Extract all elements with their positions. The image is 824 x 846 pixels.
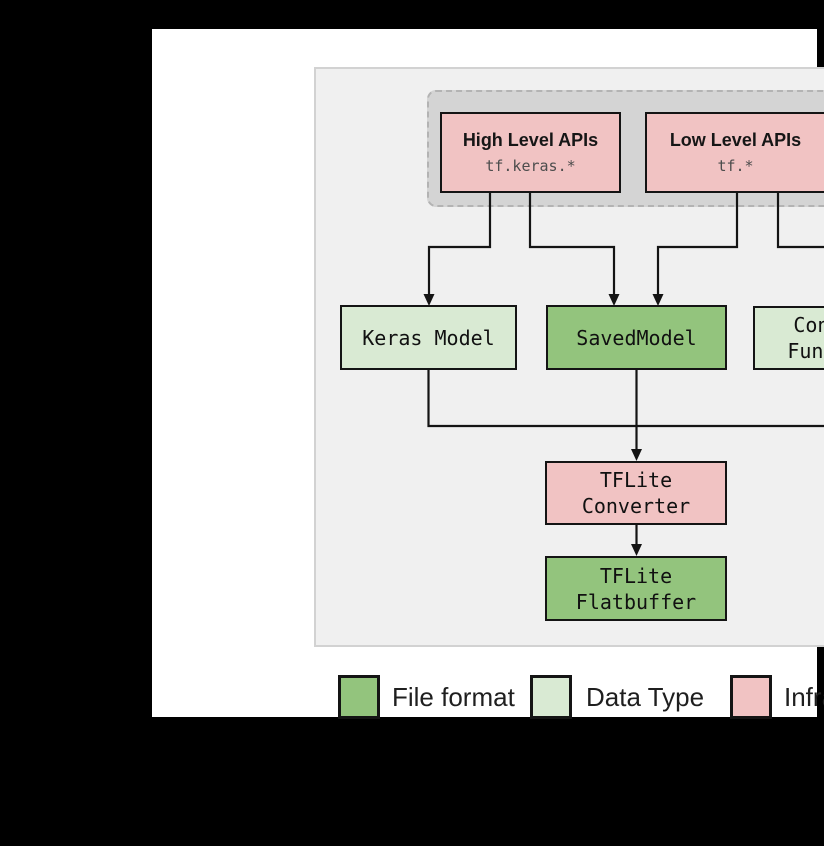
tflite-converter-box: TFLite Converter bbox=[545, 461, 727, 525]
low-level-apis-subtitle: tf.* bbox=[717, 155, 753, 177]
legend-swatch-infrastructure bbox=[730, 675, 772, 719]
legend-label-data-type: Data Type bbox=[586, 675, 704, 719]
legend-swatch-file-format bbox=[338, 675, 380, 719]
tflite-flatbuffer-box: TFLite Flatbuffer bbox=[545, 556, 727, 621]
high-level-apis-title: High Level APIs bbox=[463, 128, 598, 152]
tflite-flatbuffer-line2: Flatbuffer bbox=[576, 589, 696, 615]
low-level-apis-box: Low Level APIs tf.* bbox=[645, 112, 824, 193]
high-level-apis-subtitle: tf.keras.* bbox=[485, 155, 575, 177]
keras-model-box: Keras Model bbox=[340, 305, 517, 370]
legend-label-file-format: File format bbox=[392, 675, 515, 719]
keras-model-label: Keras Model bbox=[362, 325, 494, 351]
tflite-converter-line2: Converter bbox=[582, 493, 690, 519]
tflite-flatbuffer-line1: TFLite bbox=[600, 563, 672, 589]
saved-model-box: SavedModel bbox=[546, 305, 727, 370]
low-level-apis-title: Low Level APIs bbox=[670, 128, 801, 152]
saved-model-label: SavedModel bbox=[576, 325, 696, 351]
high-level-apis-box: High Level APIs tf.keras.* bbox=[440, 112, 621, 193]
concrete-functions-line1: Concrete bbox=[793, 312, 824, 338]
legend-label-infrastructure: Infrastructure bbox=[784, 675, 824, 719]
figure-page: High Level APIs tf.keras.* Low Level API… bbox=[152, 29, 817, 717]
concrete-functions-line2: Functions bbox=[787, 338, 824, 364]
legend-swatch-data-type bbox=[530, 675, 572, 719]
tflite-converter-line1: TFLite bbox=[600, 467, 672, 493]
concrete-functions-box: Concrete Functions bbox=[753, 306, 824, 370]
